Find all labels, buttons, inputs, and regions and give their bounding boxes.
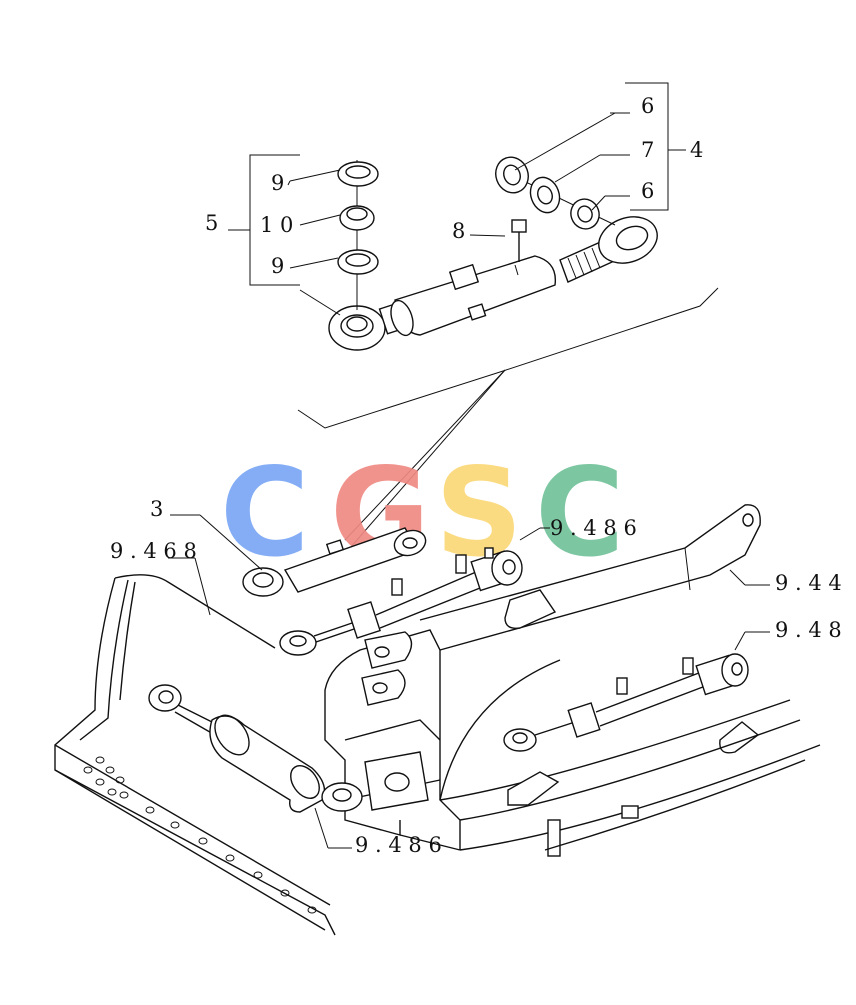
top-link-assembly [328,156,658,549]
frame-outline-upper [297,287,719,429]
ref-9468: 9 . 4 6 8 [110,539,197,563]
lift-cylinder-upper [279,547,523,656]
front-frame [324,629,821,857]
blade-tilt-cylinder [148,684,363,813]
cgsc-watermark: C G S C [220,442,625,584]
callout-9-lower: 9 [271,254,284,278]
lift-cylinder-lower [503,653,760,754]
callout-3: 3 [150,497,163,521]
ref-948: 9 . 4 8 [775,618,842,642]
watermark-letter-c2: C [535,442,625,584]
lower-top-link [242,527,427,597]
callout-6-lower: 6 [641,179,654,203]
assembly-5-bracket [228,154,300,286]
callout-9-upper: 9 [271,171,284,195]
callout-labels: 9 5 1 0 9 8 6 7 4 6 3 9 . 4 6 8 9 . 4 8 … [110,94,842,857]
callout-5: 5 [205,211,218,235]
ref-944: 9 . 4 4 [775,571,842,595]
dozer-blade [54,574,336,936]
callout-8: 8 [452,219,465,243]
ref-9486-top: 9 . 4 8 6 [550,516,637,540]
callout-4: 4 [690,138,703,162]
watermark-letter-c1: C [220,442,310,584]
leader-lines [168,112,770,849]
assembly-4-bracket [625,82,686,211]
blade-bolt-holes [83,756,317,914]
callout-10: 1 0 [260,213,293,237]
callout-6-upper: 6 [641,94,654,118]
callout-7: 7 [641,138,654,162]
push-arm [419,504,761,651]
ref-9486-bottom: 9 . 4 8 6 [355,833,442,857]
